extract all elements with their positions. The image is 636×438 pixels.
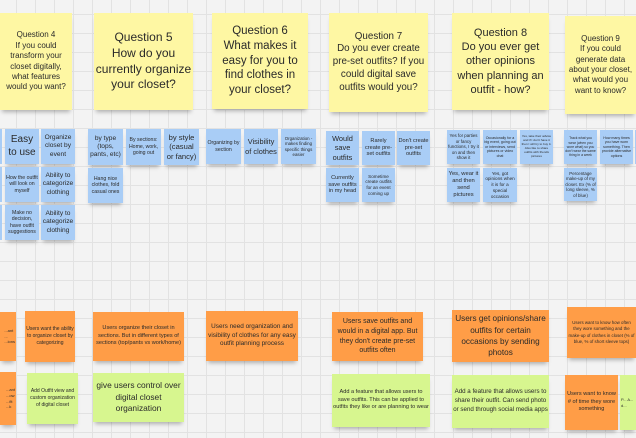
response-note[interactable]	[0, 205, 2, 240]
idea-note[interactable]: Add a feature that allows users to share…	[452, 375, 549, 428]
response-note[interactable]: Currently save outfits in my head	[326, 168, 359, 202]
note-text: Question 6 What makes it easy for you to…	[222, 24, 298, 97]
question-6-note[interactable]: Question 6 What makes it easy for you to…	[212, 13, 308, 109]
note-text: Question 4 If you could transform your c…	[6, 30, 66, 92]
question-4-note[interactable]: Question 4 If you could transform your c…	[0, 13, 72, 110]
question-7-note[interactable]: Question 7 Do you ever create pre-set ou…	[329, 13, 428, 112]
response-note[interactable]: How the outfit will look on myself	[5, 167, 39, 202]
response-note[interactable]: Yes for parties or fancy functions, I tr…	[447, 130, 480, 164]
response-note[interactable]: Track what you wear (when you wore what)…	[564, 130, 597, 164]
note-text: Question 5 How do you currently organize…	[95, 30, 192, 92]
response-note[interactable]: How many times you have worn something. …	[600, 130, 633, 164]
response-note[interactable]: Ability to categorize clothing	[41, 205, 75, 240]
response-note[interactable]: Would save outfits	[326, 131, 359, 165]
insight-note[interactable]: Users want to know # of time they wore s…	[565, 375, 618, 430]
response-note[interactable]: by type (tops, pants, etc)	[88, 129, 123, 165]
response-note[interactable]: Make no decision, have outfit suggestion…	[5, 205, 39, 240]
response-note[interactable]: Hang nice clothes, fold casual ones	[88, 168, 123, 203]
insight-note[interactable]: ...ant ... ...ions	[0, 312, 16, 361]
insight-note[interactable]: Users get opinions/share outfits for cer…	[452, 310, 549, 362]
response-note[interactable]: Sometime create outfits for an event com…	[362, 168, 395, 202]
note-text: Question 7 Do you ever create pre-set ou…	[332, 30, 425, 93]
response-note[interactable]: by style (casual or fancy)	[164, 129, 199, 165]
insight-note[interactable]: Users want to know how often they wore s…	[567, 307, 636, 358]
response-note[interactable]: Yes, take their advice and if I don't ha…	[520, 130, 553, 164]
insight-note[interactable]: Users want the ability to organize close…	[25, 311, 75, 362]
question-9-note[interactable]: Question 9 If you could generate data ab…	[565, 16, 636, 114]
response-note[interactable]: Organization - makes finding specific th…	[281, 129, 316, 164]
question-5-note[interactable]: Question 5 How do you currently organize…	[94, 13, 193, 110]
insight-note[interactable]: Users need organization and visibility o…	[206, 311, 298, 361]
response-note[interactable]: Percentage make-up of my closet. Ex (% o…	[564, 168, 597, 201]
idea-note[interactable]: Add Outfit view and custom organization …	[27, 373, 78, 424]
response-note[interactable]	[0, 167, 2, 202]
response-note[interactable]: Rarely create pre-set outfits	[362, 131, 395, 165]
response-note[interactable]	[0, 129, 2, 164]
idea-note[interactable]: Add a feature that allows users to save …	[332, 374, 430, 427]
response-note[interactable]: Organizing by section	[206, 129, 241, 164]
response-note[interactable]: Easy to use	[5, 129, 39, 164]
insight-note[interactable]: Users organize their closet in sections.…	[93, 312, 184, 361]
response-note[interactable]: Visibility of clothes	[244, 129, 278, 164]
response-note[interactable]: Organize closet by event	[41, 129, 75, 164]
response-note[interactable]: Ability to categorize clothing	[41, 167, 75, 202]
response-note[interactable]: By sections: Home, work, going out	[126, 129, 161, 165]
response-note[interactable]: Yes, wear it and then send pictures	[447, 168, 480, 202]
response-note[interactable]: Don't create pre-set outfits	[397, 131, 430, 165]
insight-note[interactable]: ...ant ...ow ...fit ...k	[0, 372, 16, 425]
question-8-note[interactable]: Question 8 Do you ever get other opinion…	[452, 13, 549, 110]
idea-note[interactable]: P... A... d...	[620, 375, 636, 430]
insight-note[interactable]: Users save outfits and would in a digita…	[332, 312, 423, 361]
response-note[interactable]: Yes, got opinions when it is for a speci…	[483, 168, 517, 202]
response-note[interactable]: Occasionally for a big event, going out …	[483, 130, 517, 164]
note-text: Question 9 If you could generate data ab…	[568, 33, 633, 95]
idea-note[interactable]: give users control over digital closet o…	[93, 373, 184, 422]
note-text: Question 8 Do you ever get other opinion…	[457, 26, 544, 96]
